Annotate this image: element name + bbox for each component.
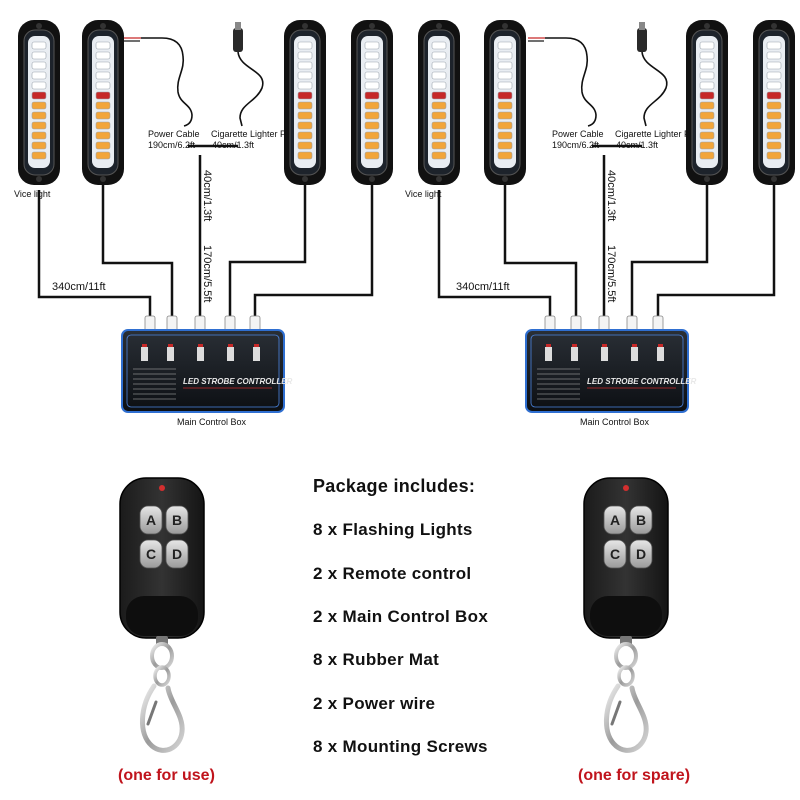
remote-button-label: D xyxy=(636,546,646,562)
wires xyxy=(37,144,374,330)
lighter-plug-length: 40cm/1.3ft xyxy=(212,140,255,150)
cable-length-340: 340cm/11ft xyxy=(456,281,510,293)
remote-button-d[interactable]: D xyxy=(165,539,189,569)
lighter-plug-label: Cigarette Lighter Plug xyxy=(211,129,298,139)
strobe-light-bar xyxy=(82,20,124,185)
power-cable-label: Power Cable xyxy=(148,129,200,139)
power-cable-label: Power Cable xyxy=(552,129,604,139)
controller-title: LED STROBE CONTROLLER xyxy=(183,377,293,386)
remote-button-a[interactable]: A xyxy=(139,505,163,535)
indicator-led xyxy=(623,485,629,491)
main-control-box: LED STROBE CONTROLLER xyxy=(525,329,697,413)
vice-light-label: Vice light xyxy=(14,189,51,199)
main-control-box: LED STROBE CONTROLLER xyxy=(121,329,293,413)
remote-button-label: D xyxy=(172,546,182,562)
remote-left-caption: (one for use) xyxy=(118,767,215,784)
wiring-set-left: Vice light Power Cable 190cm/6.2ft Cigar… xyxy=(14,22,374,427)
cable-length-40: 40cm/1.3ft xyxy=(605,170,617,221)
lighter-plug-length: 40cm/1.3ft xyxy=(616,140,659,150)
wires xyxy=(437,144,776,330)
wiring-set-right: Vice light Power Cable 190cm/6.2ft Cigar… xyxy=(405,22,776,427)
remote-button-d[interactable]: D xyxy=(629,539,653,569)
strobe-light-bar xyxy=(351,20,393,185)
remote-button-b[interactable]: B xyxy=(165,505,189,535)
lighter-plug-label: Cigarette Lighter Plug xyxy=(615,129,702,139)
power-cable-length: 190cm/6.2ft xyxy=(148,140,196,150)
control-box-caption: Main Control Box xyxy=(177,417,247,427)
package-item: 2 x Power wire xyxy=(313,694,436,713)
strobe-light-bar xyxy=(284,20,326,185)
remote-button-label: A xyxy=(146,512,156,528)
remote-button-label: B xyxy=(636,512,646,528)
keyring-clasp xyxy=(603,636,649,753)
remote-button-b[interactable]: B xyxy=(629,505,653,535)
remote-button-c[interactable]: C xyxy=(603,539,627,569)
light-bars xyxy=(18,20,795,185)
keyring-clasp xyxy=(139,636,185,753)
package-item: 8 x Rubber Mat xyxy=(313,650,440,669)
strobe-light-bar xyxy=(753,20,795,185)
remote-button-label: A xyxy=(610,512,620,528)
remote-button-label: C xyxy=(146,546,156,562)
remote-right-caption: (one for spare) xyxy=(578,767,691,784)
strobe-light-bar xyxy=(484,20,526,185)
package-item: 2 x Remote control xyxy=(313,564,472,583)
remote-button-label: B xyxy=(172,512,182,528)
controller-title: LED STROBE CONTROLLER xyxy=(587,377,697,386)
strobe-light-bar xyxy=(18,20,60,185)
remote-button-c[interactable]: C xyxy=(139,539,163,569)
cable-length-40: 40cm/1.3ft xyxy=(201,170,213,221)
cable-length-170: 170cm/5.5ft xyxy=(605,245,617,302)
power-cable xyxy=(528,37,597,127)
cigarette-lighter-plug xyxy=(233,22,264,127)
package-title: Package includes: xyxy=(313,476,476,496)
cigarette-lighter-plug xyxy=(637,22,668,127)
package-item: 2 x Main Control Box xyxy=(313,607,489,626)
control-box-caption: Main Control Box xyxy=(580,417,650,427)
power-cable xyxy=(124,37,193,127)
cable-length-170: 170cm/5.5ft xyxy=(201,245,213,302)
remote-button-a[interactable]: A xyxy=(603,505,627,535)
strobe-light-bar xyxy=(418,20,460,185)
vice-light-label: Vice light xyxy=(405,189,442,199)
package-item: 8 x Mounting Screws xyxy=(313,737,488,756)
cable-length-340: 340cm/11ft xyxy=(52,281,106,293)
strobe-light-bar xyxy=(686,20,728,185)
remote-button-label: C xyxy=(610,546,620,562)
package-item: 8 x Flashing Lights xyxy=(313,520,473,539)
power-cable-length: 190cm/6.2ft xyxy=(552,140,600,150)
indicator-led xyxy=(159,485,165,491)
